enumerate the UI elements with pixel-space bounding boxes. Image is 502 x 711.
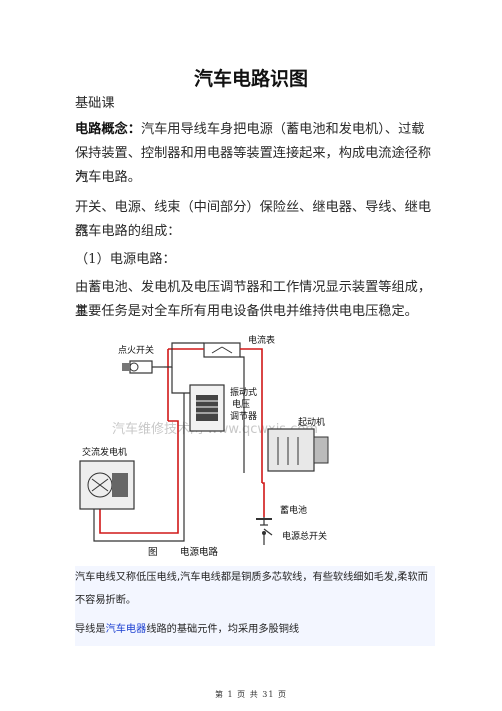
note2-suffix: 线路的基础元件，均采用多股铜线 [146,624,300,635]
label-regulator-2: 电压 [232,398,250,410]
power-desc-line-1: 由蓄电池、发电机及电压调节器和工作情况显示装置等组成，其 [75,280,432,319]
note1-line-1: 汽车电线又称低压电线,汽车电线都是铜质多芯软线，有些软线细如毛发,柔软而 [75,572,428,583]
concept-line-1: 汽车用导线车身把电源（蓄电池和发电机）、过载 [140,122,425,137]
concept-term: 电路概念： [75,122,141,137]
voltage-regulator-symbol [189,384,225,432]
alternator-symbol [79,460,135,510]
note2-line: 导线是汽车电器线路的基础元件，均采用多股铜线 [75,621,435,639]
note1-line-2: 不容易折断。 [75,595,137,606]
label-starter: 起动机 [298,416,325,428]
components-line-1: 开关、电源、线束（中间部分）保险丝、继电器、导线、继电器 [75,200,432,239]
figure-caption-prefix: 图 [148,547,158,558]
concept-line-2: 保持装置、控制器和用电器等装置连接起来，构成电流途径称为 [75,146,432,185]
concept-paragraph: 电路概念：汽车用导线车身把电源（蓄电池和发电机）、过载 [75,118,435,142]
page-footer: 第 1 页 共 31 页 [215,690,287,699]
label-master-switch: 电源总开关 [282,530,327,542]
figure-caption: 电源电路 [180,546,219,558]
label-ammeter: 电流表 [248,334,275,346]
auto-electric-link[interactable]: 汽车电器 [105,624,147,635]
battery-symbol [256,518,272,526]
note-background [75,566,435,646]
label-battery: 蓄电池 [280,504,307,516]
document-title: 汽车电路识图 [193,68,308,90]
label-regulator-3: 调节器 [230,411,257,422]
ammeter-symbol [203,342,241,358]
red-wiring [99,348,265,534]
label-regulator-1: 振动式 [230,386,257,398]
starter-motor-symbol [267,428,329,472]
components-line-2: 汽车电路的组成： [75,224,181,239]
power-desc-line-2: 主要任务是对全车所有用电设备供电并维持供电电压稳定。 [75,304,418,319]
concept-line-3: 汽车电路。 [75,170,141,185]
section-label: 基础课 [75,96,115,111]
master-switch-symbol [262,528,273,536]
ignition-switch-symbol [122,360,164,374]
label-ignition-switch: 点火开关 [118,344,154,356]
power-heading: （1）电源电路： [75,252,176,267]
power-circuit-diagram: 汽车维修技术网 www.qcwxjs.com 点火开关 电流表 [79,334,329,558]
note2-prefix: 导线是 [75,624,106,635]
label-alternator: 交流发电机 [82,446,127,458]
black-wiring [93,342,265,545]
